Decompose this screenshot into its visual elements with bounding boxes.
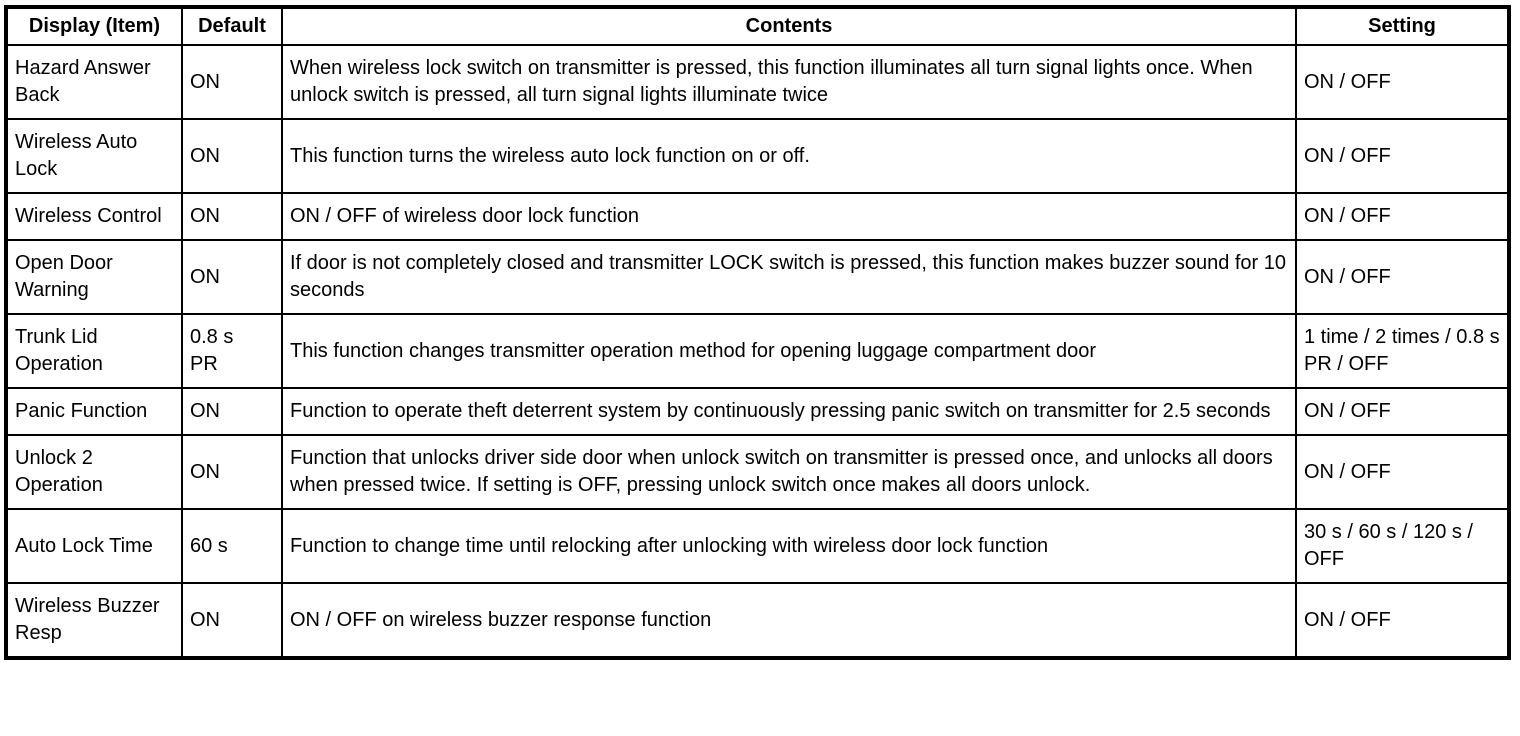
header-contents: Contents <box>281 6 1297 46</box>
contents-cell: ON / OFF on wireless buzzer response fun… <box>281 582 1297 659</box>
item-cell: Wireless Control <box>5 192 183 241</box>
table-row: Trunk Lid Operation 0.8 s PR This functi… <box>5 313 1510 389</box>
header-setting: Setting <box>1295 6 1510 46</box>
default-cell: ON <box>181 192 283 241</box>
setting-cell: ON / OFF <box>1295 582 1510 659</box>
header-display-item: Display (Item) <box>5 6 183 46</box>
item-cell: Wireless Auto Lock <box>5 118 183 194</box>
contents-cell: This function changes transmitter operat… <box>281 313 1297 389</box>
contents-cell: This function turns the wireless auto lo… <box>281 118 1297 194</box>
contents-cell: Function to change time until relocking … <box>281 508 1297 584</box>
contents-cell: If door is not completely closed and tra… <box>281 239 1297 315</box>
header-row: Display (Item) Default Contents Setting <box>5 6 1510 46</box>
wireless-settings-table: Display (Item) Default Contents Setting … <box>4 5 1511 660</box>
table-row: Wireless Buzzer Resp ON ON / OFF on wire… <box>5 582 1510 659</box>
contents-cell: Function that unlocks driver side door w… <box>281 434 1297 510</box>
default-cell: 0.8 s PR <box>181 313 283 389</box>
setting-cell: ON / OFF <box>1295 387 1510 436</box>
setting-cell: ON / OFF <box>1295 434 1510 510</box>
item-cell: Trunk Lid Operation <box>5 313 183 389</box>
default-cell: ON <box>181 387 283 436</box>
setting-cell: 1 time / 2 times / 0.8 s PR / OFF <box>1295 313 1510 389</box>
default-cell: 60 s <box>181 508 283 584</box>
setting-cell: 30 s / 60 s / 120 s / OFF <box>1295 508 1510 584</box>
table-header: Display (Item) Default Contents Setting <box>5 6 1510 46</box>
default-cell: ON <box>181 118 283 194</box>
item-cell: Auto Lock Time <box>5 508 183 584</box>
setting-cell: ON / OFF <box>1295 192 1510 241</box>
default-cell: ON <box>181 239 283 315</box>
default-cell: ON <box>181 582 283 659</box>
item-cell: Open Door Warning <box>5 239 183 315</box>
table-row: Wireless Control ON ON / OFF of wireless… <box>5 192 1510 241</box>
default-cell: ON <box>181 44 283 120</box>
settings-table-body: Hazard Answer Back ON When wireless lock… <box>5 44 1510 659</box>
table-row: Unlock 2 Operation ON Function that unlo… <box>5 434 1510 510</box>
table-row: Auto Lock Time 60 s Function to change t… <box>5 508 1510 584</box>
item-cell: Panic Function <box>5 387 183 436</box>
item-cell: Wireless Buzzer Resp <box>5 582 183 659</box>
setting-cell: ON / OFF <box>1295 44 1510 120</box>
contents-cell: ON / OFF of wireless door lock function <box>281 192 1297 241</box>
header-default: Default <box>181 6 283 46</box>
default-cell: ON <box>181 434 283 510</box>
table-row: Panic Function ON Function to operate th… <box>5 387 1510 436</box>
table-row: Wireless Auto Lock ON This function turn… <box>5 118 1510 194</box>
contents-cell: When wireless lock switch on transmitter… <box>281 44 1297 120</box>
table-row: Open Door Warning ON If door is not comp… <box>5 239 1510 315</box>
setting-cell: ON / OFF <box>1295 239 1510 315</box>
contents-cell: Function to operate theft deterrent syst… <box>281 387 1297 436</box>
item-cell: Unlock 2 Operation <box>5 434 183 510</box>
table-row: Hazard Answer Back ON When wireless lock… <box>5 44 1510 120</box>
item-cell: Hazard Answer Back <box>5 44 183 120</box>
setting-cell: ON / OFF <box>1295 118 1510 194</box>
